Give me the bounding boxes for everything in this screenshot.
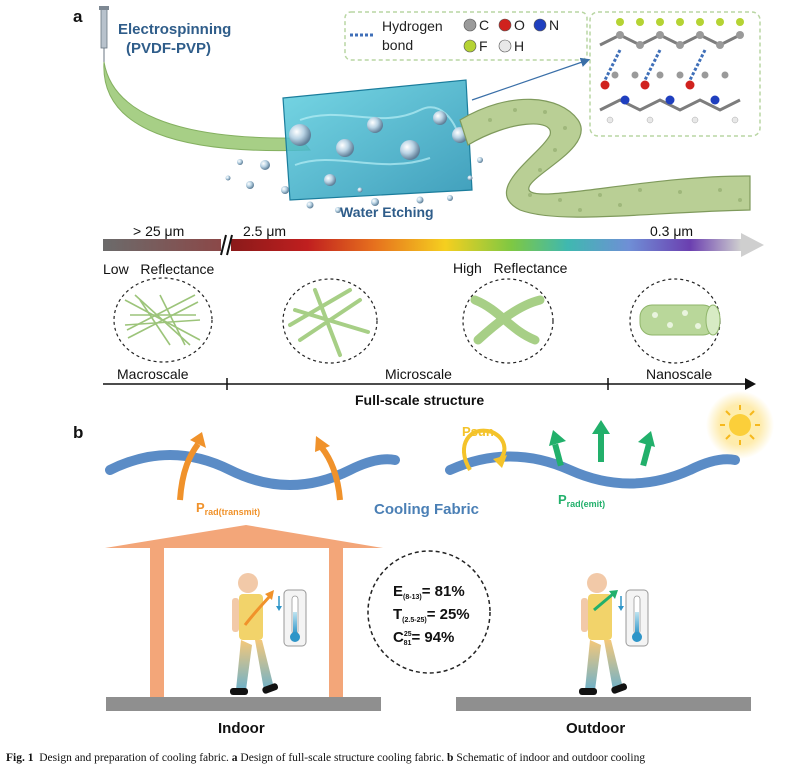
atom-n-icon bbox=[533, 18, 547, 32]
atom-n-label: N bbox=[549, 17, 559, 33]
thermometer-icon-indoor bbox=[276, 589, 307, 647]
scale-right-label: 0.3 μm bbox=[650, 223, 693, 239]
outdoor-person bbox=[579, 573, 628, 695]
atom-f-label: F bbox=[479, 38, 488, 54]
indoor-label: Indoor bbox=[218, 720, 265, 737]
panel-b-label: b bbox=[73, 423, 83, 442]
legend-hbond-line1: Hydrogen bbox=[382, 18, 443, 34]
electrospinning-subtitle: (PVDF-PVP) bbox=[126, 40, 211, 57]
caption-fig: Fig. 1 bbox=[6, 752, 34, 764]
caption-a: a bbox=[231, 752, 238, 764]
outdoor-ground bbox=[456, 697, 751, 711]
bubbles bbox=[225, 111, 483, 213]
indoor-person bbox=[230, 573, 279, 695]
emit-arrows bbox=[549, 420, 655, 467]
syringe-icon bbox=[99, 6, 109, 62]
molecule-legend: Hydrogen bond C O N F H bbox=[344, 11, 588, 61]
inset-pointer-arrow bbox=[471, 57, 591, 101]
outdoor-label: Outdoor bbox=[566, 720, 625, 737]
atom-o-label: O bbox=[514, 17, 525, 33]
scale-label-microscale: Microscale bbox=[385, 366, 452, 382]
fiber-strand bbox=[103, 61, 312, 152]
prad-emit-label: Prad(emit) bbox=[558, 492, 605, 509]
full-scale-title: Full-scale structure bbox=[355, 392, 484, 408]
figure-caption: Fig. 1 Design and preparation of cooling… bbox=[6, 752, 806, 764]
electrospinning-title: Electrospinning bbox=[118, 21, 231, 38]
full-scale-axis bbox=[103, 378, 756, 390]
molecular-structure-inset bbox=[589, 11, 761, 137]
nanoscale-ellipse bbox=[629, 278, 721, 364]
metric-e: E(8-13)= 81% bbox=[393, 583, 465, 601]
wavelength-scale-bar bbox=[103, 233, 764, 257]
nanofiber-texture bbox=[488, 108, 742, 212]
scale-mid-label: 2.5 μm bbox=[243, 223, 286, 239]
porous-nanofiber bbox=[459, 98, 751, 218]
house-shelter bbox=[105, 525, 383, 698]
sun-icon bbox=[706, 391, 774, 459]
psun-label: Psun bbox=[462, 424, 494, 439]
caption-text2: Design of full-scale structure cooling f… bbox=[240, 752, 445, 764]
atom-f-icon bbox=[463, 39, 477, 53]
metrics-circle bbox=[367, 550, 491, 674]
atom-h-icon bbox=[498, 39, 512, 53]
microscale-ellipse-1 bbox=[282, 278, 378, 364]
cooling-fabric-label: Cooling Fabric bbox=[374, 501, 479, 518]
indoor-ground bbox=[106, 697, 381, 711]
panel-a-label: a bbox=[73, 7, 83, 26]
atom-o-icon bbox=[498, 18, 512, 32]
caption-text3: Schematic of indoor and outdoor cooling bbox=[456, 752, 646, 764]
atom-c-icon bbox=[463, 18, 477, 32]
psun-arrow bbox=[462, 428, 507, 472]
caption-b: b bbox=[447, 752, 454, 764]
cooling-fabric-left bbox=[105, 450, 400, 490]
macroscale-ellipse bbox=[113, 277, 213, 363]
low-reflectance-label: Low Reflectance bbox=[103, 261, 214, 277]
scale-label-macroscale: Macroscale bbox=[117, 366, 189, 382]
transmit-arrow-right bbox=[315, 436, 343, 501]
water-etching-label: Water Etching bbox=[340, 204, 434, 220]
water-etching-block bbox=[282, 79, 473, 201]
scale-left-label: > 25 μm bbox=[133, 223, 184, 239]
atom-h-label: H bbox=[514, 38, 524, 54]
prad-transmit-label: Prad(transmit) bbox=[196, 500, 260, 517]
scale-label-nanoscale: Nanoscale bbox=[646, 366, 712, 382]
transmit-arrow-left bbox=[177, 432, 206, 501]
microscale-ellipse-2 bbox=[462, 278, 554, 364]
metric-t: T(2.5-25)= 25% bbox=[393, 606, 470, 624]
legend-hbond-line2: bond bbox=[382, 37, 413, 53]
high-reflectance-label: High Reflectance bbox=[453, 260, 568, 276]
thermometer-icon-outdoor bbox=[618, 589, 649, 647]
caption-text1: Design and preparation of cooling fabric… bbox=[39, 752, 229, 764]
cooling-fabric-right bbox=[445, 451, 740, 489]
atom-c-label: C bbox=[479, 17, 489, 33]
